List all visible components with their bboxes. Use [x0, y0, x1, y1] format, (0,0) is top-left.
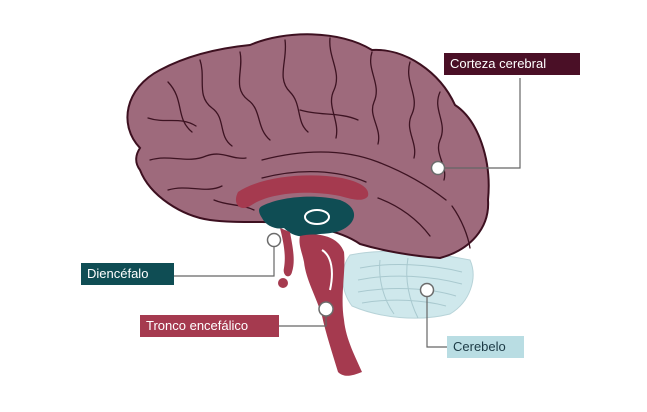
brainstem-marker [319, 302, 333, 316]
diencephalon-shape [259, 197, 354, 237]
cerebellum-label: Cerebelo [447, 336, 524, 358]
brainstem-label: Tronco encefálico [140, 315, 279, 337]
cerebellum-marker [421, 284, 434, 297]
diencephalon-marker [268, 234, 281, 247]
pituitary-stalk [280, 228, 294, 276]
pituitary-shape [278, 278, 288, 288]
cortex-marker [432, 162, 445, 175]
diencephalon-label: Diencéfalo [81, 263, 174, 285]
diencephalon-leader [174, 240, 274, 276]
cortex-label: Corteza cerebral [444, 53, 580, 75]
